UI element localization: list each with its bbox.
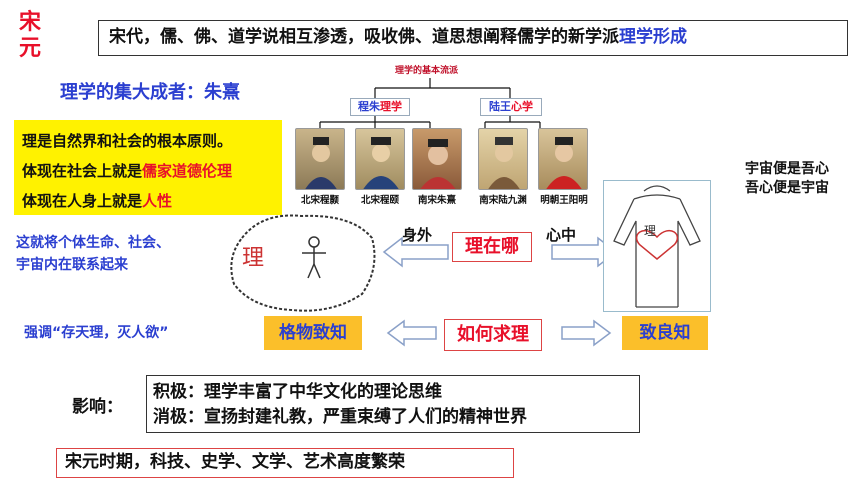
- sketch-heart-person: [603, 180, 711, 312]
- tree-title: 理学的基本流派: [395, 66, 459, 76]
- era-title-line2: 元: [18, 36, 41, 61]
- top-summary-text: 宋代，儒、佛、道学说相互渗透，吸收佛、道思想阐释儒学的新学派: [109, 27, 619, 47]
- portrait-cheng-hao: [295, 128, 345, 190]
- era-title: 宋 元: [10, 10, 50, 62]
- sketch-right-char: 理: [644, 224, 657, 238]
- influence-negative: 消极：宣扬封建礼教，严重束缚了人们的精神世界: [153, 407, 527, 427]
- universe-mind-text: 宇宙便是吾心 吾心便是宇宙: [722, 160, 852, 198]
- caption-lu-jiuyuan: 南宋陆九渊: [479, 195, 527, 206]
- influence-label: 影响：: [72, 397, 123, 417]
- individual-link-text: 这就将个体生命、社会、 宇宙内在联系起来: [16, 232, 170, 276]
- bottom-summary-box: 宋元时期，科技、史学、文学、艺术高度繁荣: [56, 448, 514, 478]
- school-cheng-zhu: 程朱理学: [350, 98, 410, 116]
- caption-cheng-hao: 北宋程颢: [300, 195, 339, 206]
- li-definition-line3: 体现在人身上就是人性: [22, 186, 282, 216]
- caption-zhu-xi: 南宋朱熹: [417, 195, 456, 206]
- school-left-red: 理学: [380, 100, 402, 113]
- line3-prefix: 体现在人身上就是: [22, 192, 143, 210]
- how-seek-li-box: 如何求理: [444, 319, 542, 351]
- li-definition-line2: 体现在社会上就是儒家道德伦理: [22, 156, 282, 186]
- caption-wang-yangming: 明朝王阳明: [540, 195, 588, 206]
- portrait-cheng-yi: [355, 128, 405, 190]
- where-arrows: [382, 236, 618, 268]
- influence-positive: 积极：理学丰富了中华文化的理论思维: [153, 382, 442, 402]
- universe-line1: 宇宙便是吾心: [745, 161, 829, 177]
- how-arrows: [386, 319, 612, 347]
- school-right-black: 陆王: [489, 100, 511, 113]
- sketch-external-li: [230, 214, 376, 312]
- zhu-xi-heading: 理学的集大成者：朱熹: [60, 82, 240, 103]
- gewu-zhizhi-box: 格物致知: [264, 316, 362, 350]
- caption-cheng-yi: 北宋程颐: [360, 195, 399, 206]
- school-lu-wang: 陆王心学: [480, 98, 542, 116]
- inside-label: 心中: [546, 226, 577, 244]
- line3-red: 人性: [142, 192, 173, 210]
- universe-line2: 吾心便是宇宙: [745, 180, 829, 196]
- li-definition-line1: 理是自然界和社会的根本原则。: [22, 132, 233, 150]
- zhi-liangzhi-box: 致良知: [622, 316, 708, 350]
- where-is-li-box: 理在哪: [452, 232, 532, 262]
- school-right-red: 心学: [511, 100, 533, 113]
- top-summary-box: 宋代，儒、佛、道学说相互渗透，吸收佛、道思想阐释儒学的新学派理学形成: [98, 20, 848, 56]
- emphasis-text: 强调“存天理，灭人欲”: [24, 325, 169, 341]
- tree-lines: [319, 78, 541, 130]
- portrait-wang-yangming: [538, 128, 588, 190]
- portrait-zhu-xi: [412, 128, 462, 190]
- individual-line1: 这就将个体生命、社会、: [16, 235, 170, 251]
- influence-box: 积极：理学丰富了中华文化的理论思维 消极：宣扬封建礼教，严重束缚了人们的精神世界: [146, 375, 640, 433]
- era-title-line1: 宋: [18, 10, 41, 35]
- school-left-black: 程朱: [358, 100, 380, 113]
- top-summary-highlight: 理学形成: [619, 27, 687, 47]
- sketch-left-char: 理: [242, 246, 265, 271]
- individual-line2: 宇宙内在联系起来: [16, 257, 128, 273]
- li-definition-box: 理是自然界和社会的根本原则。 体现在社会上就是儒家道德伦理 体现在人身上就是人性: [14, 120, 282, 215]
- portrait-lu-jiuyuan: [478, 128, 528, 190]
- line2-red: 儒家道德伦理: [142, 162, 233, 180]
- line2-prefix: 体现在社会上就是: [22, 162, 143, 180]
- outside-label: 身外: [402, 226, 433, 244]
